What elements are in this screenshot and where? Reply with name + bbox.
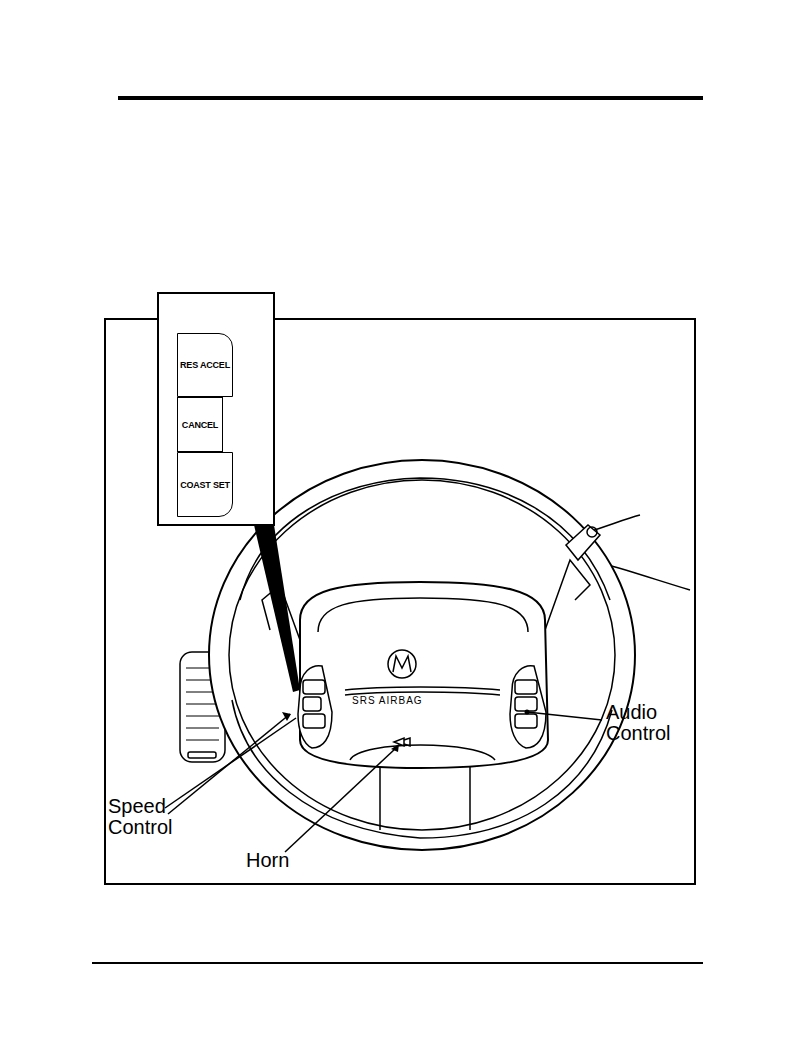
airbag-label: SRS AIRBAG [352,696,423,707]
coast-set-button: COAST SET [177,452,233,517]
cancel-button: CANCEL [177,397,223,452]
callout-label: Horn [246,850,326,871]
callout-label: Audio Control [606,702,686,744]
button-label: RES ACCEL [180,360,230,370]
button-label: CANCEL [182,420,218,430]
callout-label: Speed Control [108,796,198,838]
button-label: COAST SET [180,480,230,490]
resume-accel-button: RES ACCEL [177,333,233,397]
